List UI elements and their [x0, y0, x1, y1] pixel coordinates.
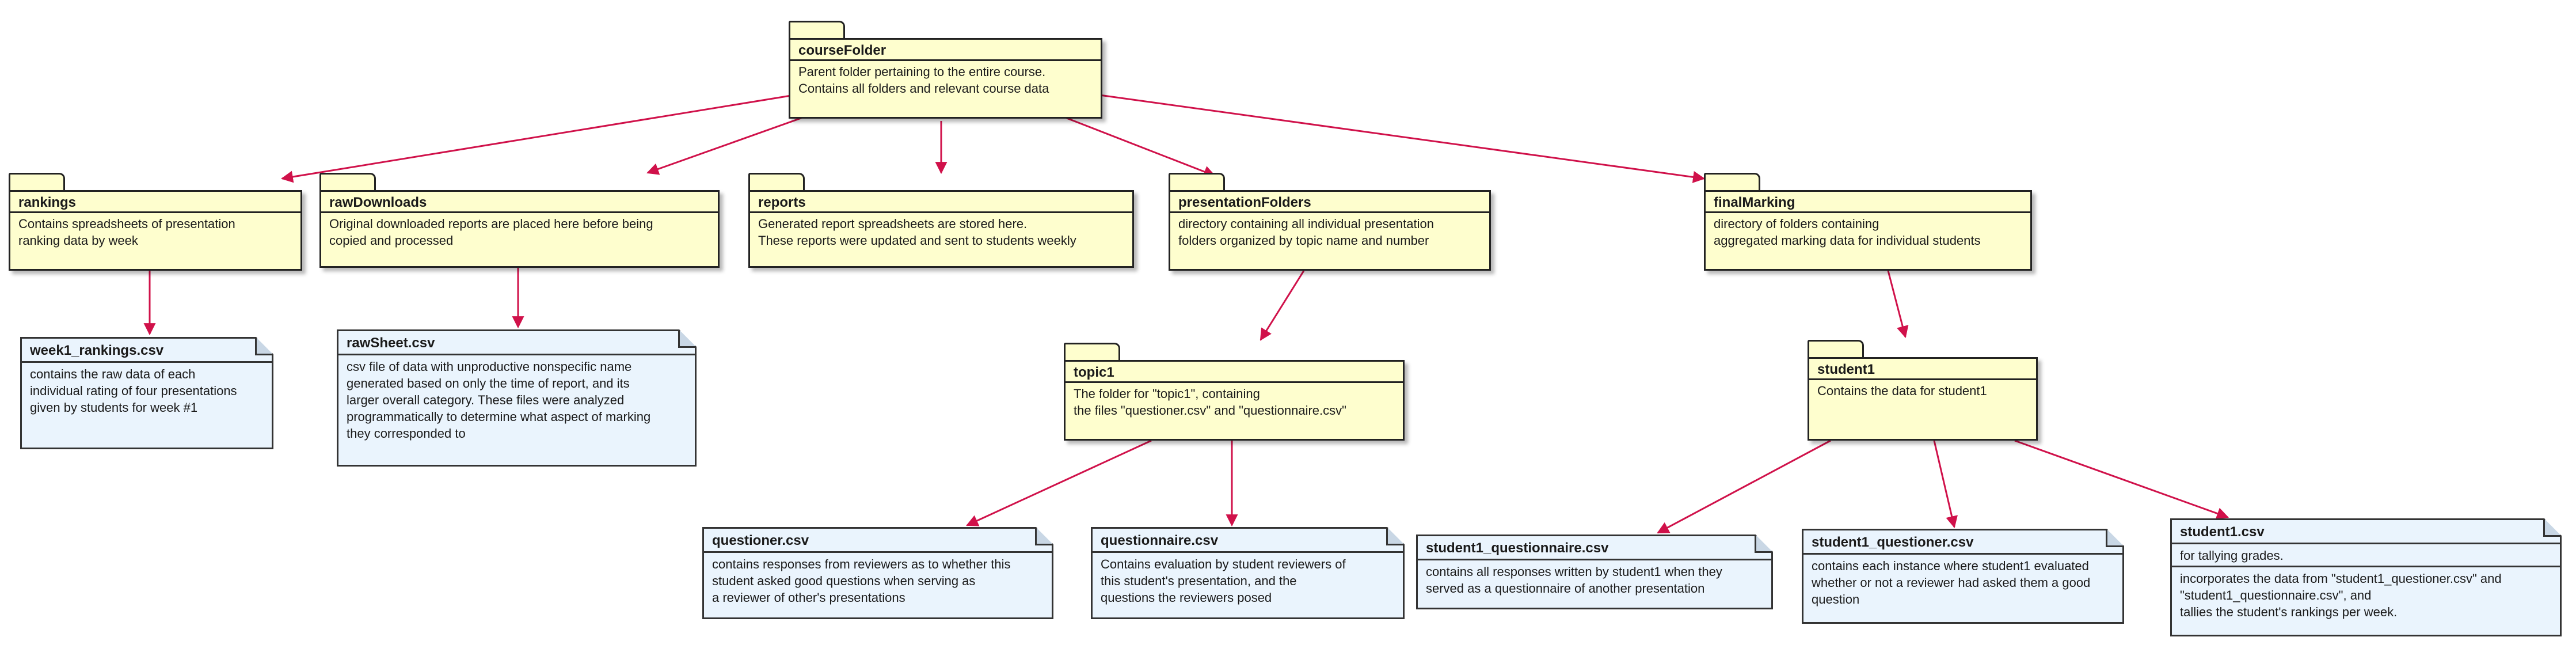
package-title: presentationFolders	[1178, 195, 1311, 210]
package-topic1[interactable]: topic1 The folder for "topic1", containi…	[1064, 343, 1405, 441]
note-title: questioner.csv	[712, 533, 809, 548]
edge-student1-questionnaire	[1657, 439, 1831, 534]
folder-tab	[1169, 173, 1225, 191]
package-title: courseFolder	[798, 43, 886, 58]
package-title: topic1	[1074, 365, 1114, 380]
note-student1-questionnaire[interactable]: student1_questionnaire.csv contains all …	[1416, 535, 1773, 609]
note-title: student1_questionnaire.csv	[1426, 540, 1609, 556]
note-title: rawSheet.csv	[347, 335, 435, 351]
note-fold	[255, 338, 272, 355]
package-coursefolder[interactable]: courseFolder Parent folder pertaining to…	[789, 21, 1102, 119]
edge-presentationfolders-topic1	[1260, 270, 1305, 341]
package-description: The folder for "topic1", containing the …	[1074, 386, 1346, 418]
edge-coursefolder-presentationfolders	[1059, 114, 1216, 177]
note-description-tally: for tallying grades.	[2180, 548, 2284, 563]
folder-tab	[9, 173, 65, 191]
package-title: rankings	[18, 195, 77, 210]
package-rankings[interactable]: rankings Contains spreadsheets of presen…	[9, 173, 302, 271]
edge-student1-csv	[2014, 439, 2229, 520]
edge-coursefolder-rankings	[280, 94, 795, 183]
note-questionnaire[interactable]: questionnaire.csv Contains evaluation by…	[1091, 527, 1405, 619]
note-description: contains all responses written by studen…	[1426, 564, 1722, 596]
note-week1-rankings[interactable]: week1_rankings.csv contains the raw data…	[20, 337, 273, 449]
package-description: Generated report spreadsheets are stored…	[758, 217, 1076, 248]
package-title: finalMarking	[1714, 195, 1795, 210]
edge-topic1-questioner	[966, 439, 1152, 526]
note-description: incorporates the data from "student1_que…	[2180, 571, 2502, 619]
folder-tab	[1704, 173, 1760, 191]
edge-coursefolder-rawdownloads	[646, 111, 818, 175]
note-title: student1_questioner.csv	[1812, 535, 1974, 550]
package-title: rawDownloads	[329, 195, 427, 210]
folder-tab	[1808, 340, 1864, 358]
edge-finalmarking-student1	[1887, 270, 1909, 339]
folder-tab	[748, 173, 805, 191]
note-fold	[2543, 520, 2560, 537]
edge-student1-questioner	[1933, 440, 1958, 529]
package-description: Parent folder pertaining to the entire c…	[798, 65, 1049, 96]
package-rawdownloads[interactable]: rawDownloads Original downloaded reports…	[319, 173, 720, 268]
package-description: Original downloaded reports are placed h…	[329, 217, 653, 248]
package-presentationfolders[interactable]: presentationFolders directory containing…	[1169, 173, 1491, 271]
note-rawsheet[interactable]: rawSheet.csv csv file of data with unpro…	[337, 329, 697, 467]
note-title: questionnaire.csv	[1101, 533, 1219, 548]
note-student1-csv[interactable]: student1.csv for tallying grades. incorp…	[2170, 518, 2562, 636]
package-reports[interactable]: reports Generated report spreadsheets ar…	[748, 173, 1134, 268]
note-fold	[1755, 536, 1772, 553]
package-description: directory containing all individual pres…	[1178, 217, 1434, 248]
folder-tab	[789, 21, 845, 39]
note-fold	[1035, 528, 1052, 545]
note-description: contains the raw data of each individual…	[30, 367, 237, 415]
note-title: week1_rankings.csv	[30, 343, 164, 358]
note-fold	[2106, 530, 2123, 547]
note-title: student1.csv	[2180, 524, 2265, 540]
package-student1[interactable]: student1 Contains the data for student1	[1808, 340, 2038, 441]
package-title: student1	[1817, 362, 1875, 377]
note-description: csv file of data with unproductive nonsp…	[347, 359, 651, 441]
note-student1-questioner[interactable]: student1_questioner.csv contains each in…	[1802, 529, 2124, 624]
package-finalmarking[interactable]: finalMarking directory of folders contai…	[1704, 173, 2032, 271]
note-description: contains responses from reviewers as to …	[712, 557, 1011, 605]
folder-tab	[319, 173, 376, 191]
package-description: directory of folders containing aggregat…	[1714, 217, 1981, 248]
edge-coursefolder-finalmarking	[1099, 94, 1706, 183]
package-description: Contains the data for student1	[1817, 384, 1987, 398]
note-questioner[interactable]: questioner.csv contains responses from r…	[702, 527, 1053, 619]
note-fold	[1386, 528, 1403, 545]
package-title: reports	[758, 195, 806, 210]
folder-tab	[1064, 343, 1120, 361]
note-description: contains each instance where student1 ev…	[1812, 559, 2091, 606]
note-fold	[678, 331, 695, 348]
package-description: Contains spreadsheets of presentation ra…	[18, 217, 235, 248]
note-description: Contains evaluation by student reviewers…	[1101, 557, 1346, 605]
